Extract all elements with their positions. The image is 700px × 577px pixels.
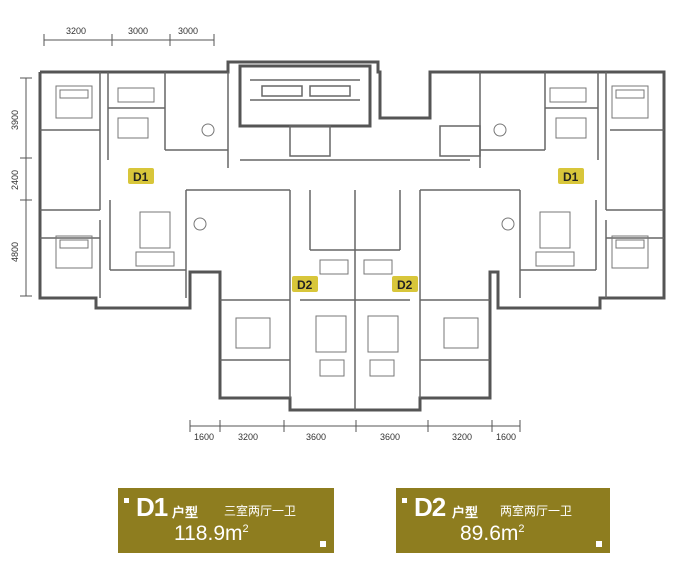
floor-plan: 3200 3000 3000 3900 2400 4800 1600 3200 …	[10, 26, 666, 442]
end-mark-icon	[596, 541, 602, 547]
dim-bottom-3: 3600	[306, 432, 326, 442]
unit-layout: 两室两厅一卫	[500, 504, 573, 518]
dim-left-1: 3900	[10, 110, 20, 130]
svg-text:D1: D1	[563, 170, 579, 184]
dim-bottom-4: 3600	[380, 432, 400, 442]
dim-top-2: 3000	[128, 26, 148, 36]
unit-label-d2-right: D2	[392, 276, 418, 292]
unit-info-panel-d1: D1 户型 三室两厅一卫 118.9m2	[118, 488, 334, 553]
unit-layout: 三室两厅一卫	[224, 504, 297, 518]
svg-text:D1: D1	[133, 170, 149, 184]
interior-walls	[40, 72, 664, 410]
unit-code: D2	[414, 492, 446, 522]
dim-bottom-6: 1600	[496, 432, 516, 442]
dim-bottom-5: 3200	[452, 432, 472, 442]
unit-label-d2-left: D2	[292, 276, 318, 292]
furniture	[55, 85, 649, 377]
unit-label-d1-right: D1	[558, 168, 584, 184]
bullet-icon	[402, 498, 407, 503]
unit-info-panel-d2: D2 户型 两室两厅一卫 89.6m2	[396, 488, 610, 553]
dim-top-3: 3000	[178, 26, 198, 36]
dim-bottom-1: 1600	[194, 432, 214, 442]
unit-area: 89.6m2	[460, 522, 525, 545]
unit-area: 118.9m2	[174, 522, 249, 545]
unit-label-d1-left: D1	[128, 168, 154, 184]
dim-top-1: 3200	[66, 26, 86, 36]
unit-code: D1	[136, 492, 168, 522]
dim-bottom-2: 3200	[238, 432, 258, 442]
end-mark-icon	[320, 541, 326, 547]
unit-type: 户型	[172, 505, 199, 520]
svg-text:D2: D2	[297, 278, 313, 292]
dim-left-2: 2400	[10, 170, 20, 190]
bullet-icon	[124, 498, 129, 503]
dim-left-3: 4800	[10, 242, 20, 262]
unit-type: 户型	[452, 505, 479, 520]
svg-text:D2: D2	[397, 278, 413, 292]
